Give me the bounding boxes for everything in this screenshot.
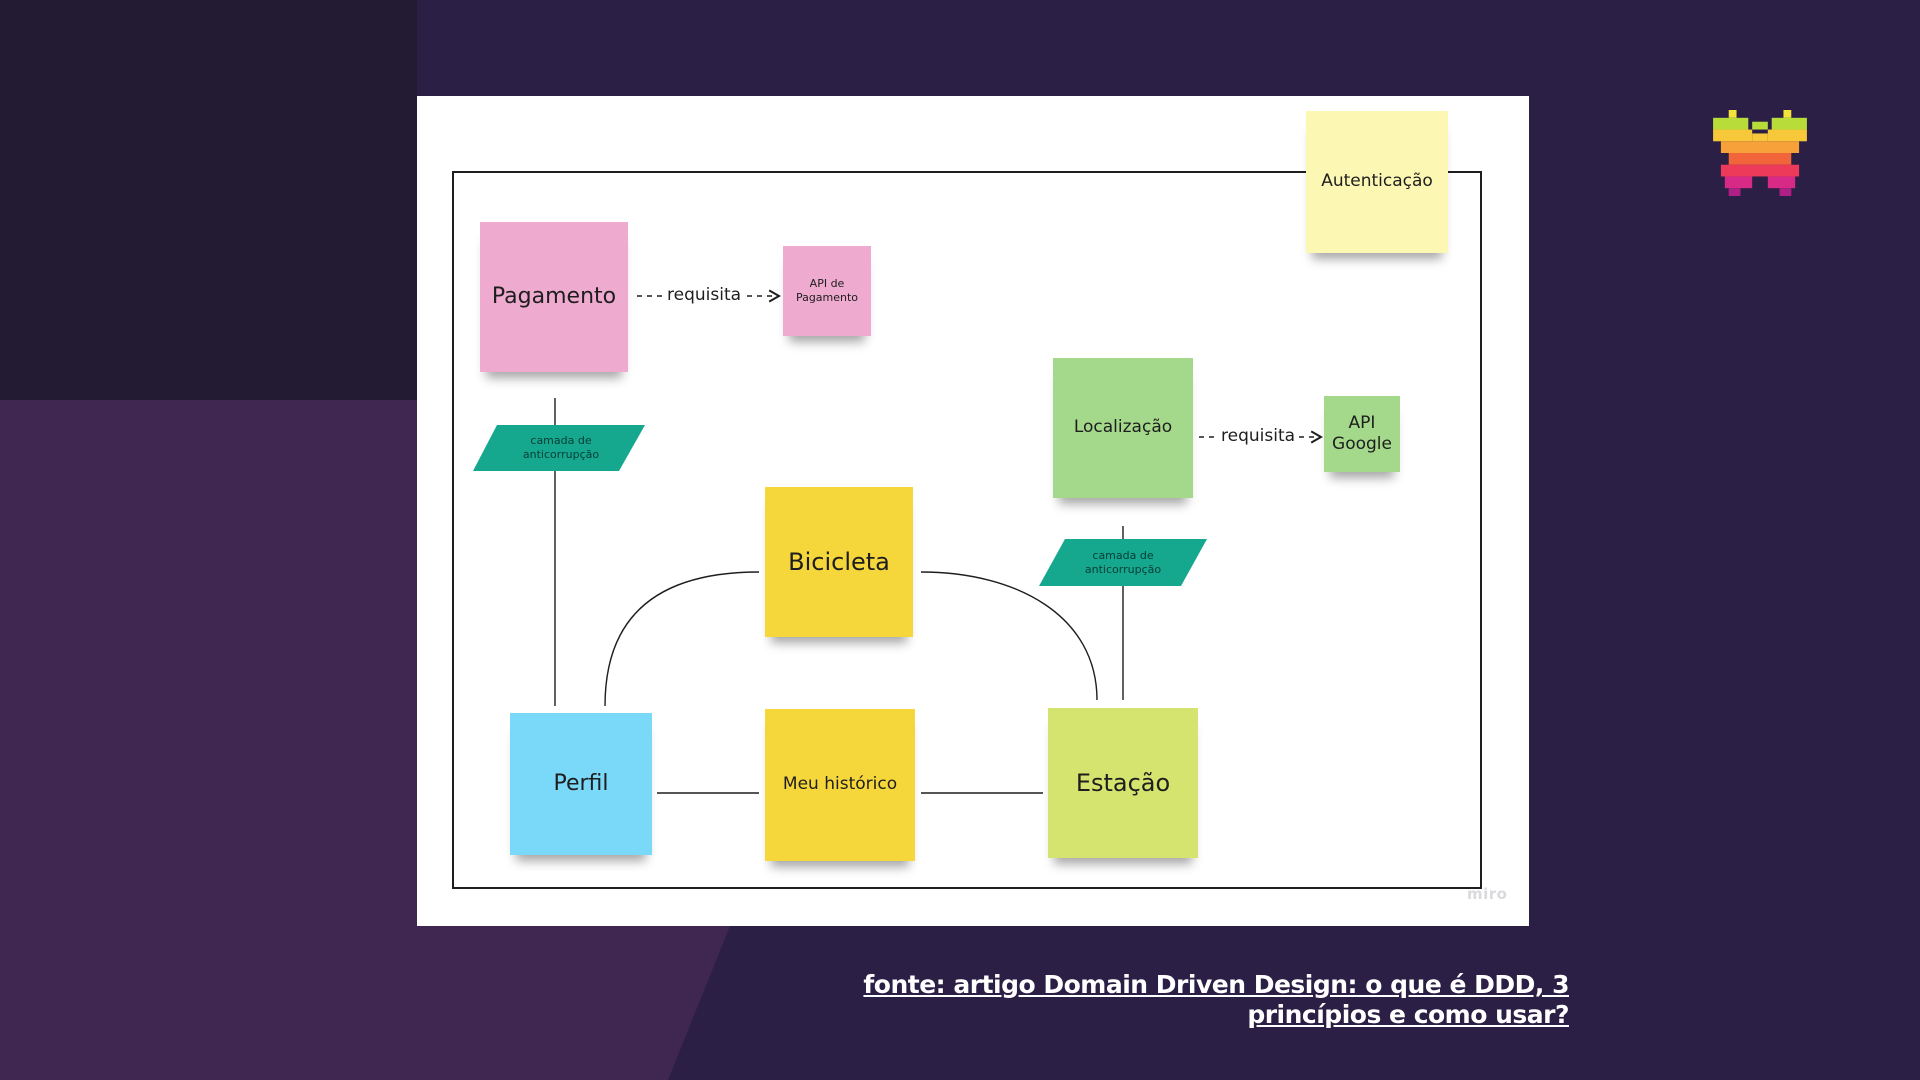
- sticky-api-google[interactable]: API Google: [1324, 396, 1400, 472]
- sticky-api-pagamento[interactable]: API de Pagamento: [783, 246, 871, 336]
- sticky-localizacao[interactable]: Localização: [1053, 358, 1193, 498]
- sticky-autenticacao-label: Autenticação: [1321, 171, 1433, 192]
- context-boundary: [452, 171, 1482, 889]
- anticorruption-right-shape: [1039, 539, 1207, 586]
- anticorruption-right-label: camada de anticorrupção: [1084, 548, 1162, 576]
- sticky-estacao[interactable]: Estação: [1048, 708, 1198, 858]
- miro-watermark: miro: [1467, 885, 1508, 903]
- anticorruption-left-shape: [473, 425, 645, 471]
- edge-bicicleta-perfil: [604, 571, 760, 707]
- edge-label-requisita-localizacao: requisita: [1219, 426, 1298, 446]
- sticky-bicicleta-label: Bicicleta: [788, 548, 890, 576]
- sticky-localizacao-label: Localização: [1073, 417, 1173, 438]
- sticky-estacao-label: Estação: [1075, 769, 1171, 797]
- anticorruption-left-label: camada de anticorrupção: [522, 433, 600, 461]
- sticky-api-pagamento-label: API de Pagamento: [795, 277, 859, 304]
- diagram-connectors: [452, 171, 1482, 889]
- sticky-bicicleta[interactable]: Bicicleta: [765, 487, 913, 637]
- sticky-autenticacao[interactable]: Autenticação: [1306, 111, 1448, 253]
- diagram-card: camada de anticorrupção camada de antico…: [417, 96, 1529, 926]
- sticky-meu-historico-label: Meu histórico: [782, 774, 898, 795]
- edge-bicicleta-estacao: [920, 571, 1098, 701]
- sticky-perfil[interactable]: Perfil: [510, 713, 652, 855]
- sticky-meu-historico[interactable]: Meu histórico: [765, 709, 915, 861]
- edge-label-requisita-pagamento: requisita: [665, 285, 744, 305]
- butterfly-icon: [1713, 110, 1807, 196]
- sticky-perfil-label: Perfil: [553, 771, 609, 797]
- source-link[interactable]: fonte: artigo Domain Driven Design: o qu…: [863, 970, 1569, 1029]
- sticky-pagamento-label: Pagamento: [491, 284, 617, 310]
- sticky-pagamento[interactable]: Pagamento: [480, 222, 628, 372]
- sticky-api-google-label: API Google: [1332, 412, 1392, 454]
